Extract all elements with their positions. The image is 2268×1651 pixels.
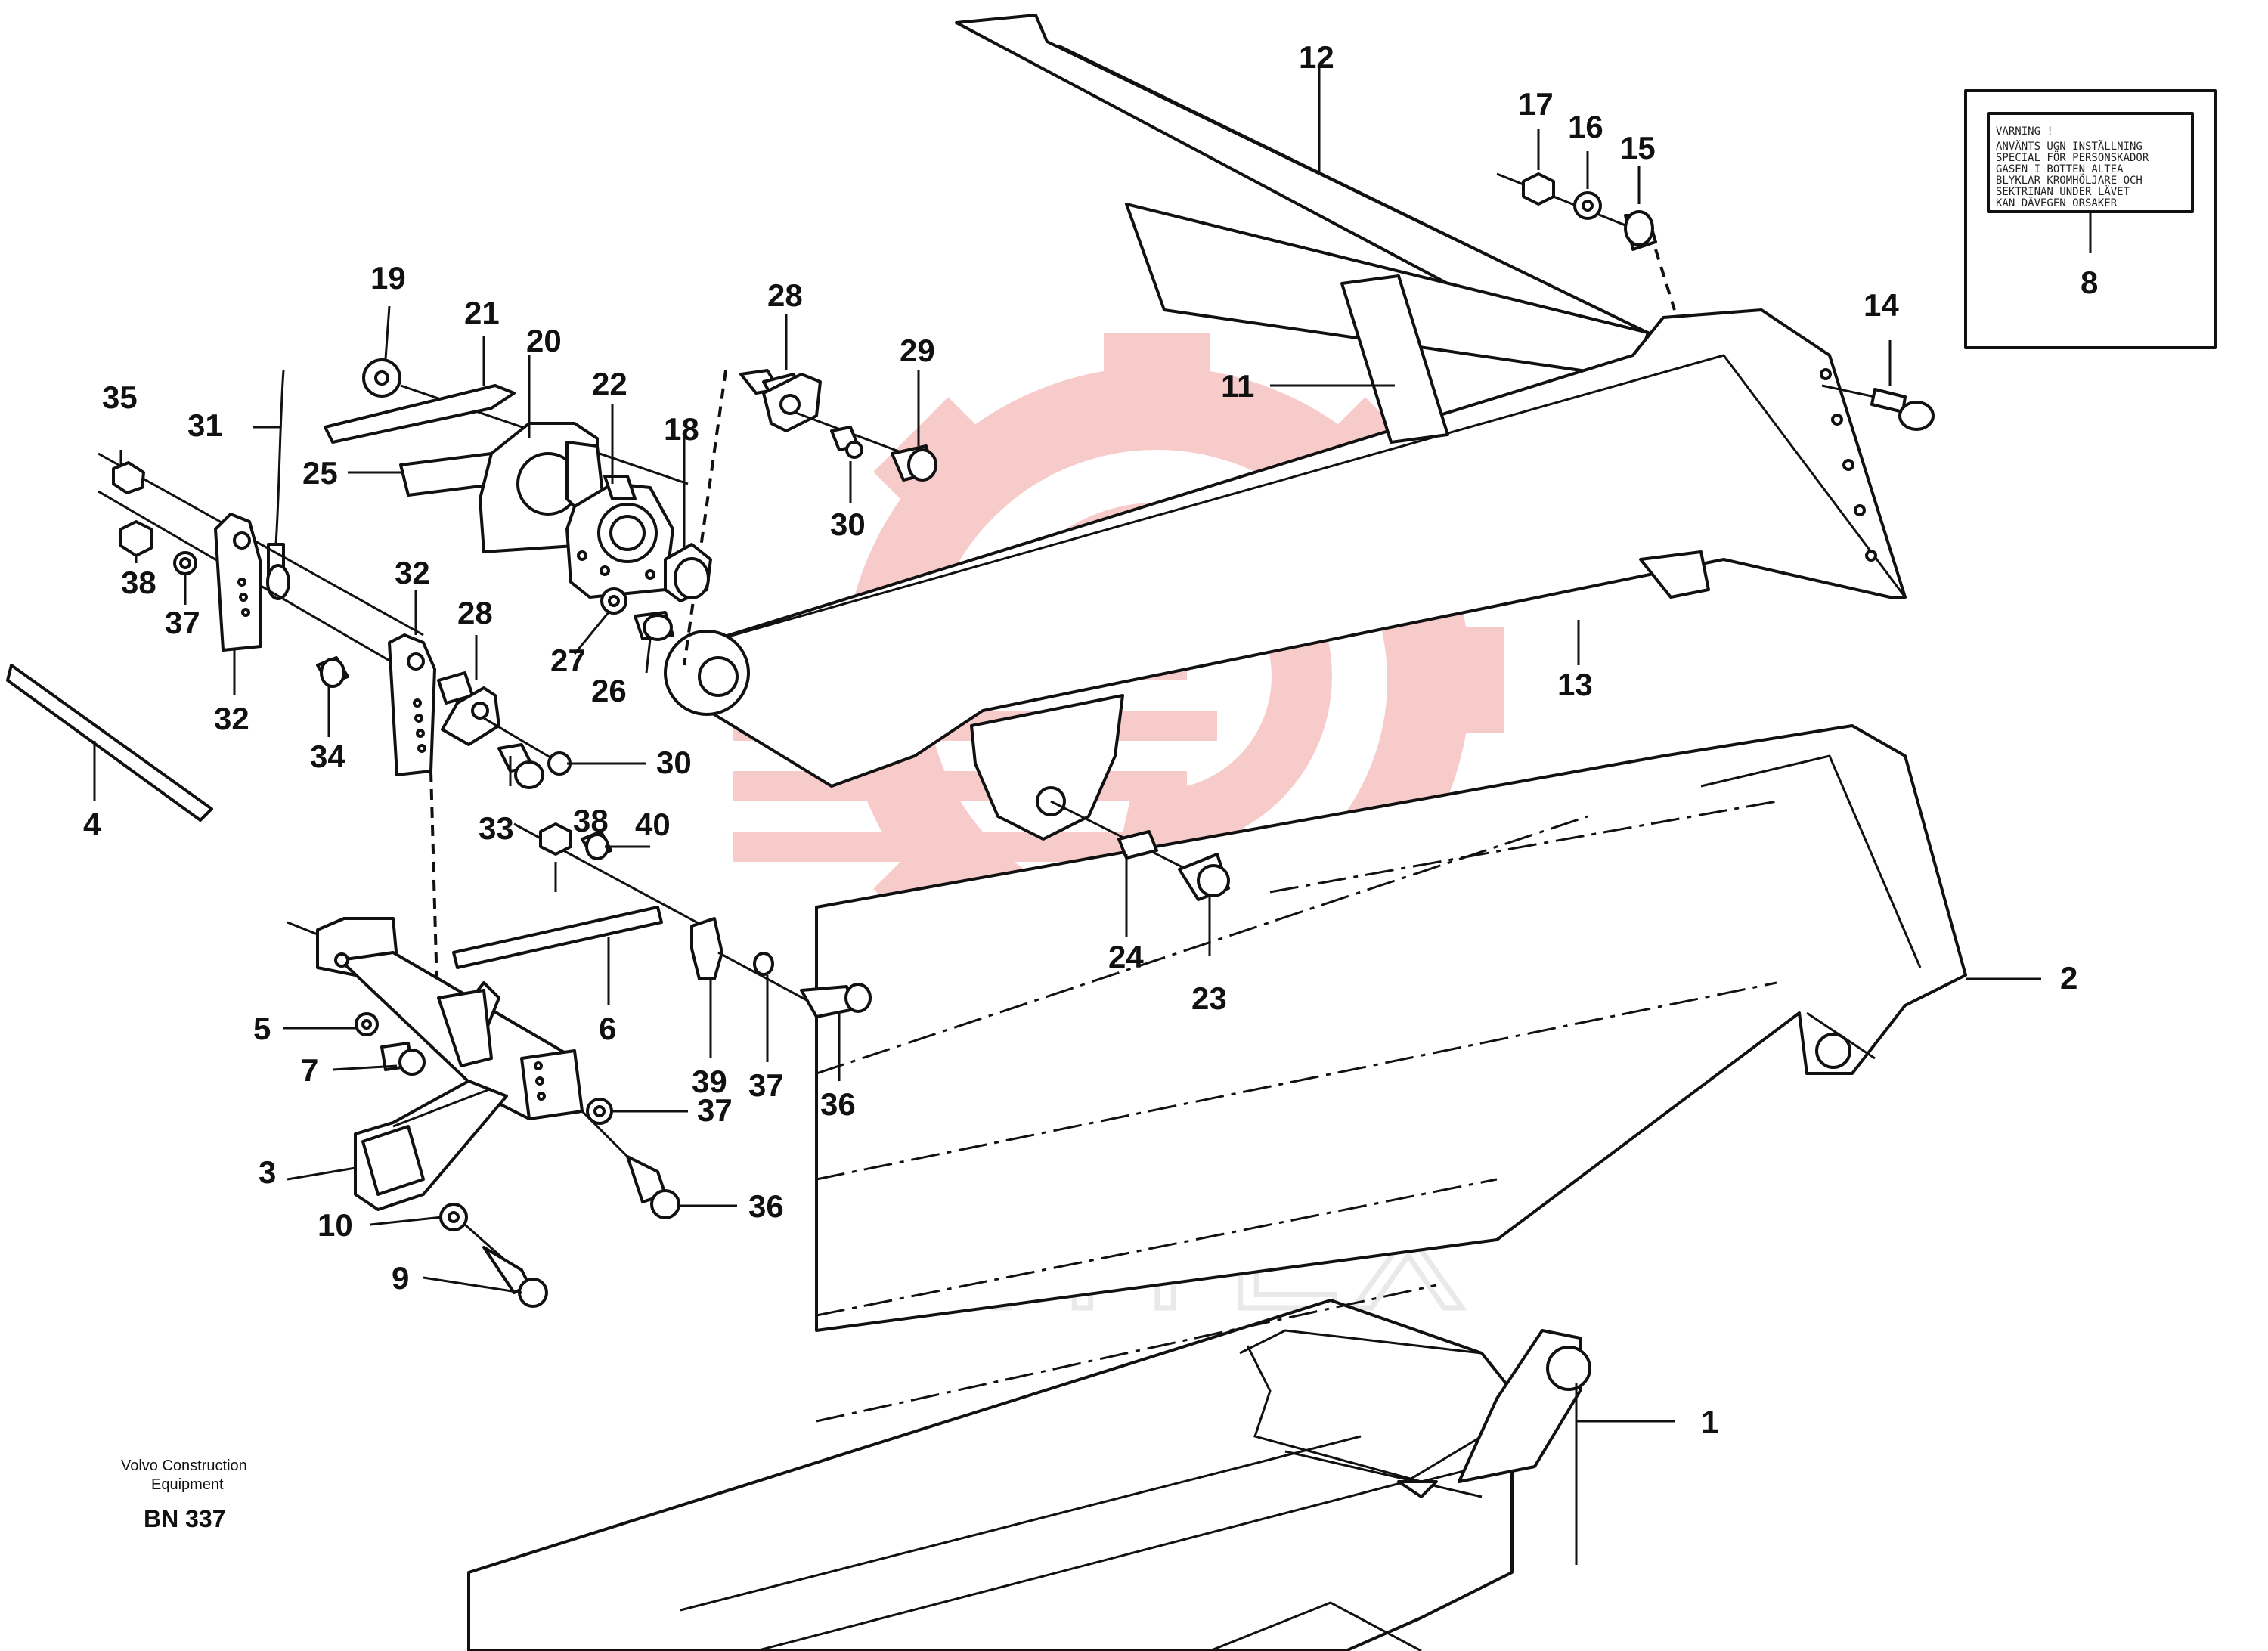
warning-plate-title: VARNING ! — [1996, 125, 2053, 138]
callout-label: 4 — [83, 807, 101, 842]
part-23-24-bolt — [1050, 800, 1230, 901]
callout-label: 2 — [2060, 960, 2077, 996]
part-18-bushing — [664, 543, 712, 602]
part-11-wedge — [1340, 274, 1449, 444]
callout-label: 26 — [591, 673, 627, 708]
footer-code: BN 337 — [144, 1505, 226, 1532]
callout-label: 18 — [664, 411, 699, 447]
warning-plate-line: SEKTRINAN UNDER LÄVET — [1996, 184, 2130, 198]
leader-lines — [93, 68, 2041, 1423]
callout-label: 23 — [1191, 980, 1227, 1016]
callout-label: 38 — [121, 565, 156, 600]
parts-6-36-39-40-linkage — [452, 822, 872, 1018]
callout-label: 28 — [457, 595, 493, 630]
part-14-bolt — [1821, 384, 1935, 431]
part-2-body-beam — [815, 724, 1967, 1423]
footer-company-line1: Volvo Construction — [121, 1457, 247, 1474]
callout-label: 33 — [479, 810, 514, 846]
warning-plate-line: GASEN I BOTTEN ALTEA — [1996, 163, 2124, 175]
callout-label: 34 — [310, 739, 345, 774]
warning-plate-line: BLYKLAR KROMHÖLJARE OCH — [1996, 173, 2143, 187]
callout-label: 13 — [1557, 667, 1593, 702]
parts-28-30-33-pin-assembly-lower — [437, 671, 572, 789]
callout-label: 20 — [526, 323, 562, 358]
callout-label: 1 — [1701, 1404, 1718, 1439]
callout-label: 17 — [1518, 86, 1554, 122]
callout-label: 32 — [395, 555, 430, 590]
callout-label: 19 — [370, 260, 406, 296]
callout-label: 25 — [302, 455, 338, 491]
part-32-strap-left — [214, 513, 262, 652]
callout-label: 37 — [697, 1092, 733, 1128]
callout-label: 16 — [1568, 109, 1603, 144]
callout-label: 9 — [392, 1260, 409, 1296]
arm-bracket — [970, 694, 1124, 841]
callout-label: 8 — [2081, 265, 2098, 300]
warning-plate-line: KAN DÄVEGEN ORSAKER — [1996, 196, 2118, 209]
callout-label: 29 — [900, 333, 935, 368]
warning-plate-line: ANVÄNTS UGN INSTÄLLNING — [1996, 139, 2143, 153]
callout-label: 22 — [592, 366, 627, 401]
parts-26-27-washer-bolt — [600, 587, 674, 641]
callout-label: 36 — [748, 1188, 784, 1224]
callout-label: 10 — [318, 1207, 353, 1243]
part-13-hinge-arm — [664, 308, 1907, 788]
callout-label: 39 — [692, 1064, 727, 1099]
part-4-flat-bar — [6, 664, 213, 822]
callout-label: 32 — [214, 701, 249, 736]
callout-label: 37 — [748, 1067, 784, 1103]
callout-label: 14 — [1864, 287, 1899, 323]
part-8-warning-plate: VARNING ! ANVÄNTS UGN INSTÄLLNING SPECIA… — [1964, 89, 2217, 349]
callout-label: 7 — [301, 1052, 318, 1088]
callout-label: 30 — [656, 745, 692, 780]
part-31-cable — [266, 370, 290, 600]
callout-labels: 1 2 3 4 5 6 7 8 9 10 11 12 13 14 15 16 1… — [83, 39, 2098, 1439]
callout-label: 27 — [550, 643, 586, 678]
callout-label: 21 — [464, 295, 500, 330]
callout-label: 40 — [635, 807, 671, 842]
callout-label: 12 — [1299, 39, 1334, 75]
callout-label: 15 — [1620, 130, 1656, 166]
part-34-sleeve — [316, 656, 349, 688]
part-3-mounting-bracket — [287, 917, 584, 1211]
callout-label: 28 — [767, 277, 803, 313]
part-1-frame — [467, 1299, 1591, 1651]
callout-label: 38 — [573, 803, 609, 838]
callout-label: 24 — [1108, 939, 1144, 974]
callout-label: 30 — [830, 506, 866, 542]
parts-15-16-17-hardware — [1496, 172, 1676, 311]
callout-label: 6 — [599, 1011, 616, 1046]
parts-28-29-30-pin-assembly — [683, 369, 937, 666]
warning-plate-line: SPECIAL FÖR PERSONSKADOR — [1996, 150, 2149, 164]
footer: Volvo Construction Equipment BN 337 — [121, 1457, 247, 1532]
callout-label: 5 — [253, 1011, 271, 1046]
callout-label: 11 — [1221, 368, 1254, 404]
footer-company-line2: Equipment — [151, 1476, 224, 1493]
parts-5-7-9-10-hardware — [355, 1012, 680, 1308]
callout-label: 3 — [259, 1154, 276, 1190]
callout-label: 31 — [187, 407, 223, 443]
callout-label: 37 — [165, 605, 200, 640]
parts-19-25-bearing-assembly — [324, 358, 689, 599]
callout-label: 36 — [820, 1086, 856, 1122]
callout-label: 35 — [102, 379, 138, 415]
